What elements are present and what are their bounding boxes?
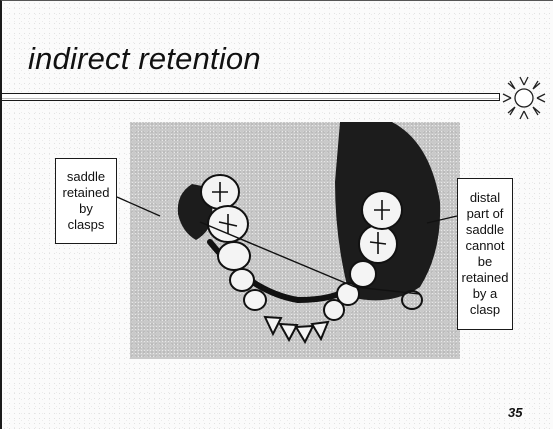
callout-line: clasp — [470, 302, 500, 318]
callout-line: saddle — [466, 222, 504, 238]
tooth — [296, 326, 313, 342]
callout-saddle-retained-by-clasps: saddle retained by clasps — [55, 158, 117, 244]
callout-line: by a — [473, 286, 498, 302]
tooth — [350, 261, 376, 287]
sun-icon — [498, 71, 553, 125]
callout-line: retained — [63, 185, 110, 201]
tooth — [265, 317, 281, 334]
callout-line: clasps — [68, 217, 105, 233]
tooth — [230, 269, 254, 291]
slide-title: indirect retention — [28, 41, 261, 77]
tooth — [312, 322, 328, 339]
tooth — [337, 283, 359, 305]
callout-line: retained — [462, 270, 509, 286]
title-underline-bar — [2, 93, 500, 101]
callout-distal-saddle-not-retained: distal part of saddle cannot be retained… — [457, 178, 513, 330]
dental-arch-illustration — [130, 122, 460, 359]
tooth — [244, 290, 266, 310]
callout-line: be — [478, 254, 492, 270]
callout-line: part of — [467, 206, 504, 222]
callout-line: saddle — [67, 169, 105, 185]
dental-arch-photo — [130, 122, 460, 359]
tooth — [280, 324, 297, 340]
callout-line: by — [79, 201, 93, 217]
page-number: 35 — [508, 405, 522, 420]
tooth — [218, 242, 250, 270]
callout-line: cannot — [465, 238, 504, 254]
callout-line: distal — [470, 190, 500, 206]
